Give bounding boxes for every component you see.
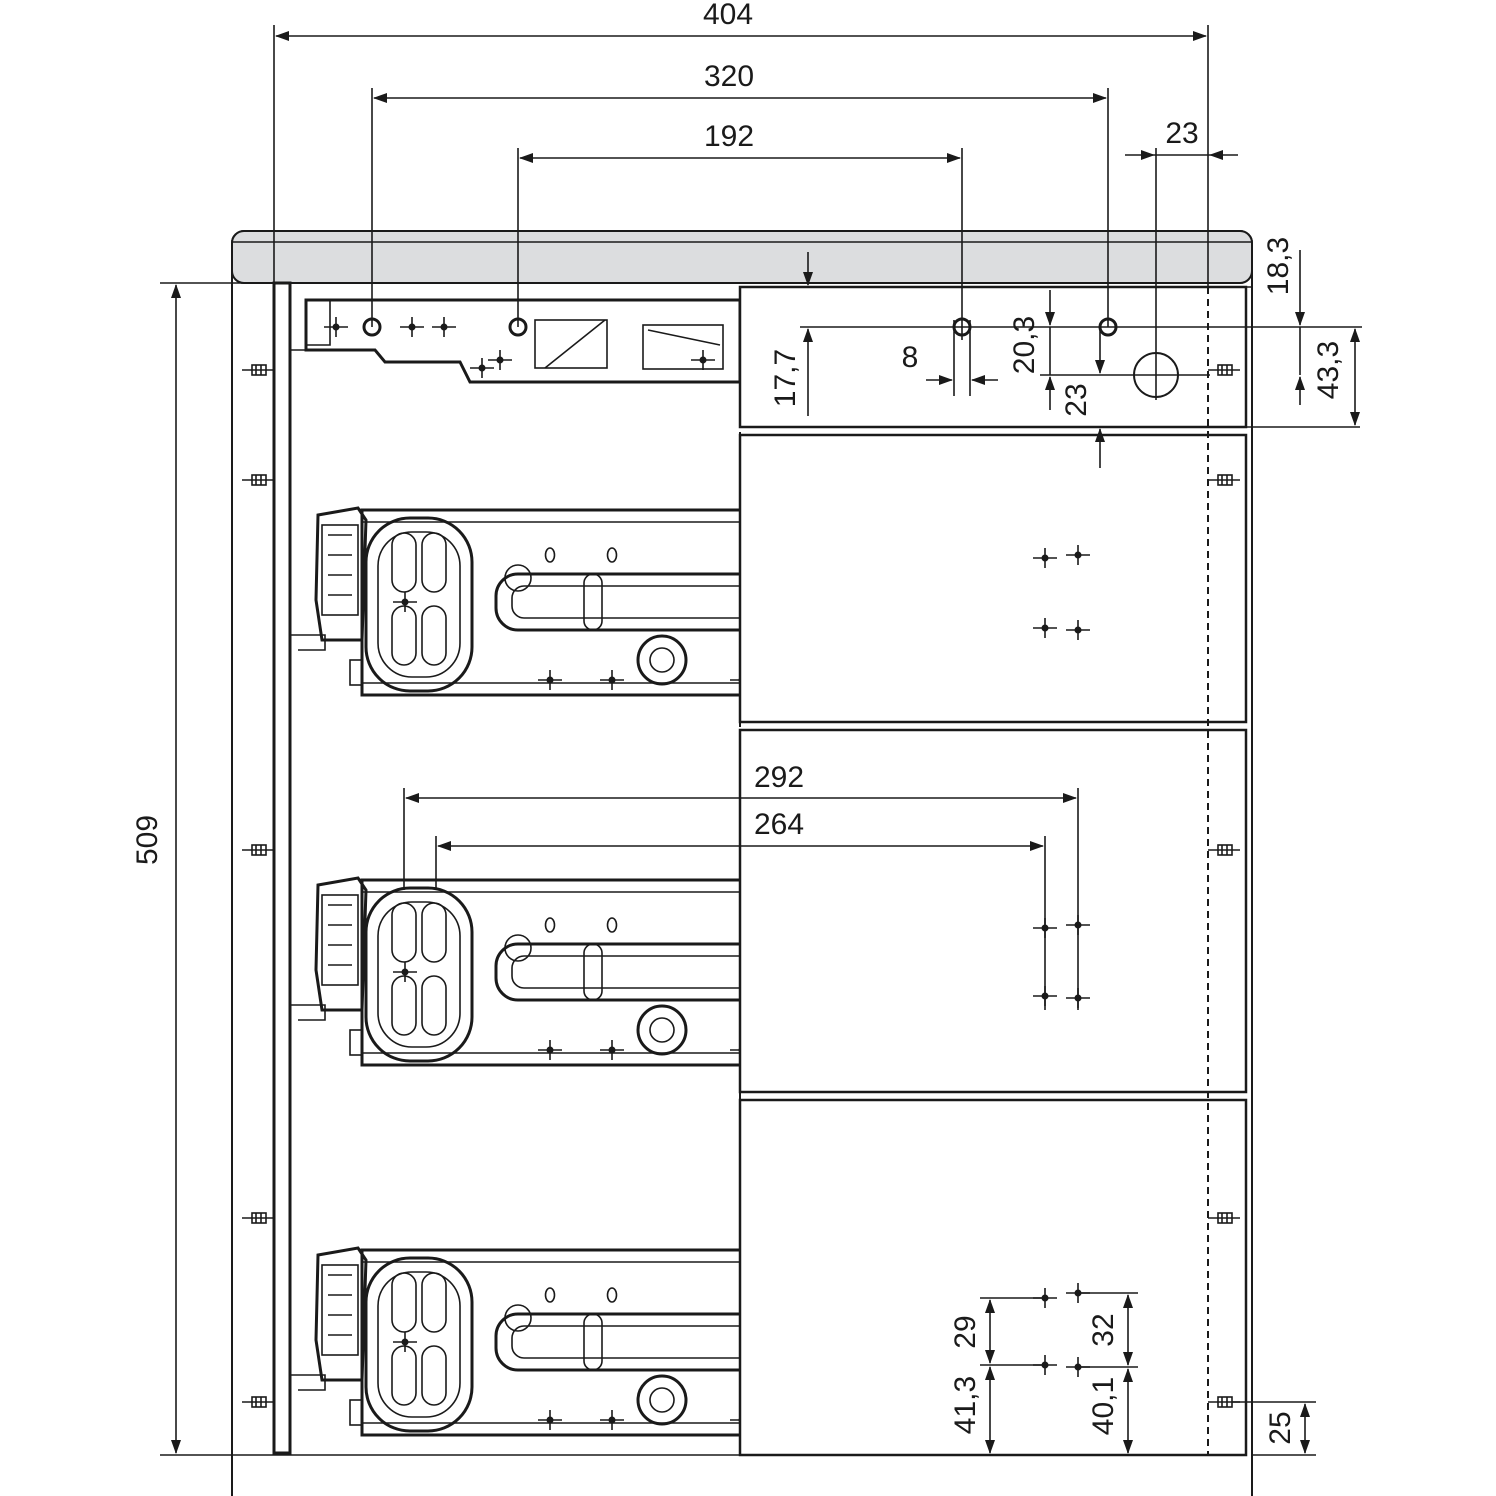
dim-vert-23: 23 [1060, 383, 1093, 416]
dim-overall-width: 404 [703, 0, 753, 31]
front-panel-3 [738, 1098, 1248, 1457]
dim-bottom-41-3: 41,3 [949, 1376, 982, 1434]
dim-width-292: 292 [754, 761, 804, 794]
front-panel-1 [738, 433, 1248, 724]
dim-spacing-32: 32 [1087, 1313, 1120, 1346]
dim-width-192: 192 [704, 120, 754, 153]
drawer-runner-2 [290, 878, 754, 1065]
dim-right-43-3: 43,3 [1312, 341, 1345, 399]
front-panel-top [738, 285, 1248, 429]
dim-spacing-29: 29 [949, 1315, 982, 1348]
dim-gap-8: 8 [902, 341, 919, 374]
dim-left-17-7: 17,7 [769, 349, 802, 407]
side-panel [272, 281, 292, 1455]
dim-bottom-40-1: 40,1 [1087, 1377, 1120, 1435]
dim-width-320: 320 [704, 60, 754, 93]
dim-width-264: 264 [754, 808, 804, 841]
front-panel-2 [738, 728, 1248, 1094]
dim-vert-20-3: 20,3 [1008, 316, 1041, 374]
top-rail [290, 298, 742, 384]
dim-bottom-25: 25 [1264, 1411, 1297, 1444]
dim-overall-height: 509 [131, 815, 164, 865]
drawer-runner-3 [290, 1248, 754, 1435]
dim-offset-23-top: 23 [1165, 117, 1198, 150]
drawer-fronts [241, 285, 1248, 1457]
dimension-labels: 404 320 192 23 509 18,3 43,3 17,7 8 20,3… [131, 0, 1345, 1445]
cabinet [231, 230, 1253, 1496]
worktop [231, 230, 1253, 284]
dim-top-18-3: 18,3 [1262, 237, 1295, 295]
drawer-runner-1 [290, 508, 754, 695]
dimension-lines [160, 25, 1362, 1456]
